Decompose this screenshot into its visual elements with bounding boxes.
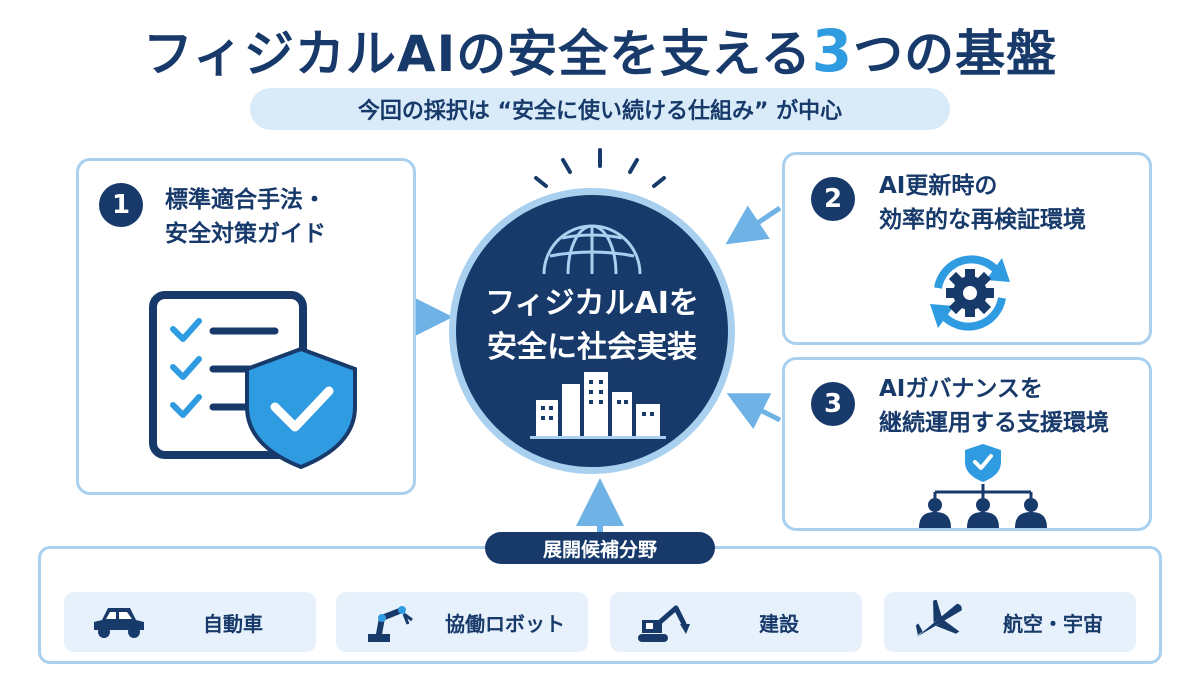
- field-item-cobot: 協働ロボット: [336, 592, 588, 652]
- field-item-aerospace: 航空・宇宙: [884, 592, 1136, 652]
- page-title: フィジカルAIの安全を支える3つの基盤: [0, 14, 1200, 86]
- pillar-number-badge: 3: [811, 382, 855, 426]
- checklist-shield-icon: [149, 291, 357, 469]
- gear-refresh-icon: [930, 255, 1010, 331]
- subtitle-pill: 今回の採択は “安全に使い続ける仕組み” が中心: [250, 88, 950, 130]
- center-goal-text: フィジカルAIを 安全に社会実装: [449, 282, 735, 370]
- pillar-3-line2: 継続運用する支援環境: [879, 410, 1109, 436]
- arrow-top-right: [725, 205, 782, 245]
- pillar-number-badge: 2: [811, 177, 855, 221]
- field-item-automotive: 自動車: [64, 592, 316, 652]
- title-number: 3: [811, 17, 854, 85]
- car-icon: [94, 608, 144, 638]
- pillar-2-line1: AI更新時の: [879, 173, 998, 199]
- fields-label: 展開候補分野: [485, 532, 715, 564]
- pillar-1-line1: 標準適合手法・: [165, 187, 326, 213]
- sparkle-lines: [534, 148, 666, 188]
- org-chart-shield-icon: [919, 444, 1047, 528]
- pillar-number-badge: 1: [99, 183, 143, 227]
- globe-icon: [542, 224, 642, 275]
- pillar-1-line2: 安全対策ガイド: [165, 221, 326, 247]
- field-label: 協働ロボット: [445, 611, 565, 636]
- pillar-1-text: 標準適合手法・ 安全対策ガイド: [165, 183, 326, 251]
- pillar-3-line1: AIガバナンスを: [879, 376, 1043, 402]
- city-buildings-icon: [530, 372, 666, 439]
- title-suffix: つの基盤: [853, 25, 1058, 83]
- field-label: 航空・宇宙: [1003, 611, 1103, 636]
- arrow-bottom-right: [726, 393, 782, 430]
- excavator-icon: [638, 605, 690, 642]
- field-label: 建設: [759, 611, 799, 636]
- center-line1: フィジカルAIを: [485, 286, 699, 321]
- pillar-3-text: AIガバナンスを 継続運用する支援環境: [879, 372, 1109, 440]
- airplane-icon: [915, 600, 962, 637]
- pillar-card-1: 1 標準適合手法・ 安全対策ガイド: [76, 158, 416, 495]
- title-main: フィジカルAIの安全を支える: [142, 25, 812, 83]
- robot-arm-icon: [368, 606, 413, 642]
- field-item-construction: 建設: [610, 592, 862, 652]
- field-label: 自動車: [203, 611, 263, 636]
- pillar-card-2: 2 AI更新時の 効率的な再検証環境: [782, 152, 1152, 345]
- pillar-2-line2: 効率的な再検証環境: [879, 207, 1086, 233]
- center-line2: 安全に社会実装: [487, 330, 697, 365]
- pillar-2-text: AI更新時の 効率的な再検証環境: [879, 169, 1086, 237]
- pillar-card-3: 3 AIガバナンスを 継続運用する支援環境: [782, 357, 1152, 531]
